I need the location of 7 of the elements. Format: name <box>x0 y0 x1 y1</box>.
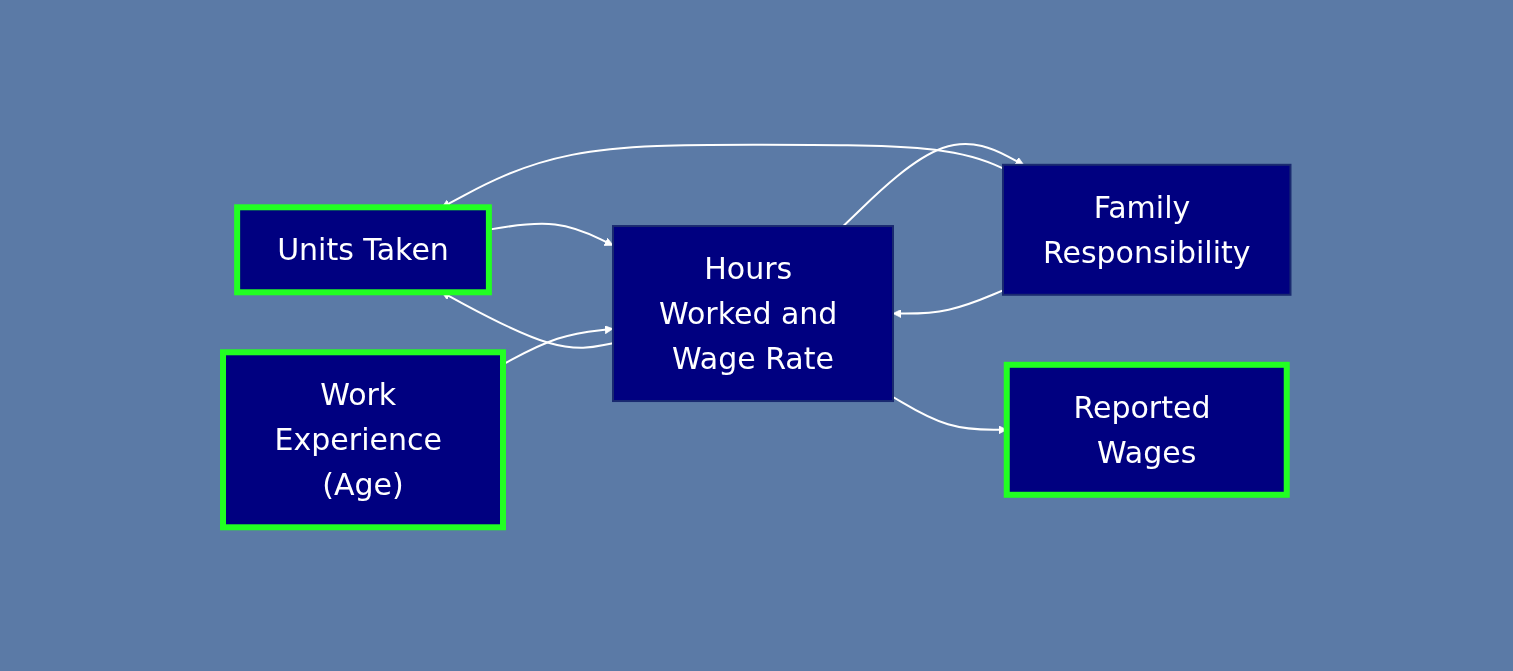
arrow <box>892 289 1004 318</box>
arrow <box>842 142 1024 227</box>
node-box: Units Taken <box>233 204 492 296</box>
node-box: Work Experience (Age) <box>219 349 506 531</box>
node-box: Hours Worked and Wage Rate <box>611 224 894 402</box>
node-box: Family Responsibility <box>1001 163 1292 296</box>
node-box: Reported Wages <box>1003 361 1290 498</box>
